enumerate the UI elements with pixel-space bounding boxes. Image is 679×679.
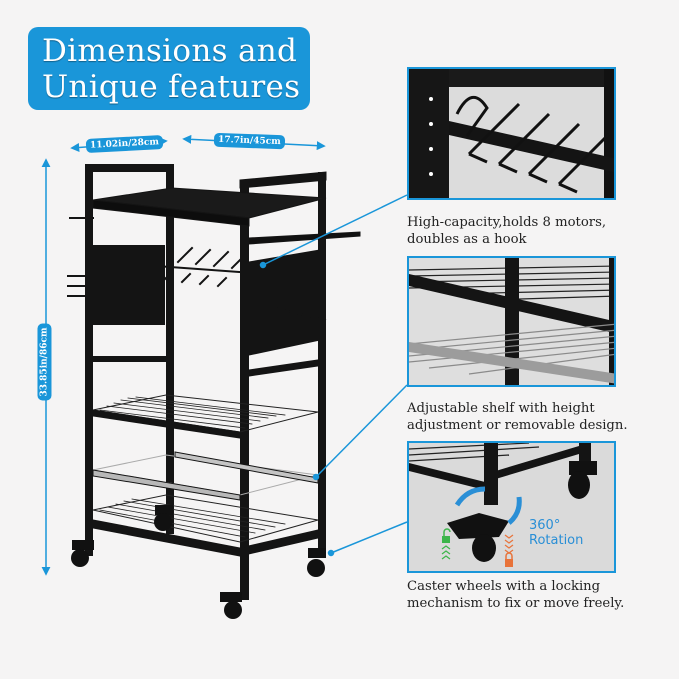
title-badge: Dimensions and Unique features [28, 27, 310, 110]
title-line-1: Dimensions and [42, 33, 298, 69]
width-dimension-label: 17.7in/45cm [213, 132, 285, 150]
feature-caption-adjustable-shelf: Adjustable shelf with height adjustment … [407, 401, 628, 433]
title-line-2: Unique features [42, 69, 301, 105]
caster-wheels-group [71, 505, 326, 619]
lock-closed-icon [504, 534, 514, 567]
height-dimension-label: 33.85in/86cm [37, 323, 52, 401]
feature-caption-caster-wheels: Caster wheels with a locking mechanism t… [407, 579, 625, 611]
rotation-arrow-icon [454, 486, 486, 507]
cart-frame [67, 164, 361, 619]
feature-panel-adjustable-shelf [407, 256, 616, 387]
feature-caption-hook-rack: High-capacity,holds 8 motors, doubles as… [407, 215, 607, 247]
rotation-badge: 360° Rotation [529, 518, 584, 548]
feature-panel-caster-wheels: 360° Rotation [407, 441, 616, 573]
lock-open-icon [441, 528, 451, 560]
feature-panel-hook-rack [407, 67, 616, 200]
callout-lines [259, 194, 408, 557]
